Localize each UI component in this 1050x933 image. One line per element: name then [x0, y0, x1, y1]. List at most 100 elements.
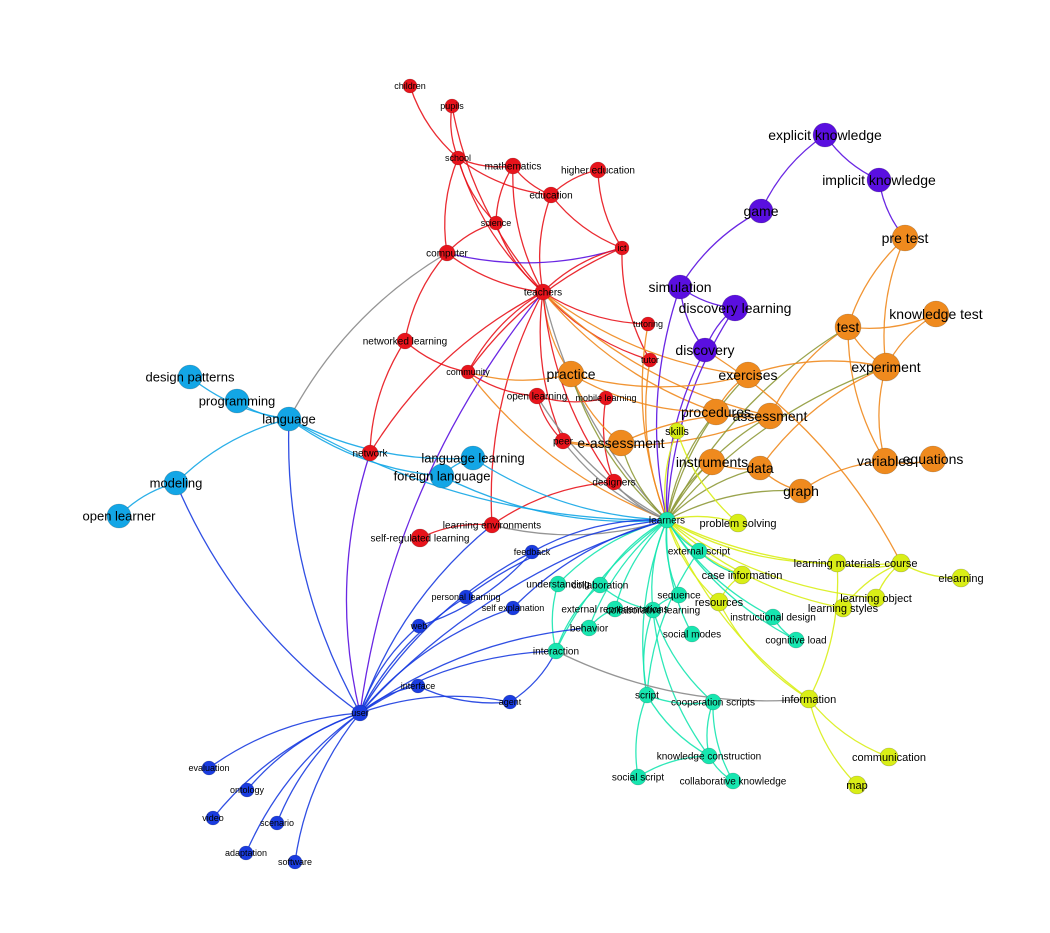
node-instructional-design[interactable] [764, 608, 782, 626]
node-knowledge-construction[interactable] [700, 747, 718, 765]
node-explicit-knowledge[interactable] [812, 122, 838, 148]
node-simulation[interactable] [667, 274, 693, 300]
node-e-assessment[interactable] [607, 429, 635, 457]
node-problem-solving[interactable] [728, 513, 748, 533]
edge-interaction-user [359, 650, 557, 714]
node-learning-environments[interactable] [483, 516, 501, 534]
node-procedures[interactable] [702, 398, 730, 426]
node-pupils[interactable] [444, 98, 460, 114]
node-pre-test[interactable] [891, 224, 919, 252]
node-open-learner[interactable] [106, 503, 132, 529]
node-course[interactable] [891, 553, 911, 573]
node-teachers[interactable] [534, 283, 552, 301]
node-personal-learning[interactable] [458, 589, 474, 605]
node-skills[interactable] [668, 422, 686, 440]
node-open-learning[interactable] [528, 387, 546, 405]
node-computer[interactable] [438, 244, 456, 262]
edge-school-education [457, 157, 552, 196]
node-equations[interactable] [919, 445, 947, 473]
node-foreign-language[interactable] [429, 463, 455, 489]
node-external-script[interactable] [690, 542, 708, 560]
node-map[interactable] [847, 775, 867, 795]
node-instruments[interactable] [698, 448, 726, 476]
node-agent[interactable] [502, 694, 518, 710]
node-science[interactable] [488, 215, 504, 231]
node-information[interactable] [799, 689, 819, 709]
node-assessment[interactable] [756, 402, 784, 430]
node-script[interactable] [638, 686, 656, 704]
node-external-representations[interactable] [606, 600, 624, 618]
node-resources[interactable] [709, 592, 729, 612]
node-user[interactable] [351, 704, 369, 722]
node-exercises[interactable] [734, 361, 762, 389]
node-mathematics[interactable] [504, 157, 522, 175]
node-feedback[interactable] [524, 544, 540, 560]
node-modeling[interactable] [163, 470, 189, 496]
node-education[interactable] [542, 186, 560, 204]
node-cognitive-load[interactable] [787, 631, 805, 649]
node-practice[interactable] [557, 360, 585, 388]
node-video[interactable] [205, 810, 221, 826]
node-game[interactable] [748, 198, 774, 224]
node-implicit-knowledge[interactable] [866, 167, 892, 193]
node-tutoring[interactable] [640, 316, 656, 332]
node-communication[interactable] [879, 747, 899, 767]
label-school: school [445, 153, 471, 163]
node-experiment[interactable] [871, 352, 901, 382]
node-discovery[interactable] [692, 337, 718, 363]
node-learning-styles[interactable] [833, 598, 853, 618]
node-understanding[interactable] [549, 575, 567, 593]
node-social-modes[interactable] [683, 625, 701, 643]
node-knowledge-test[interactable] [922, 300, 950, 328]
node-evaluation[interactable] [201, 760, 217, 776]
node-collaborative-learning[interactable] [644, 601, 662, 619]
node-interface[interactable] [410, 678, 426, 694]
node-higher-education[interactable] [589, 161, 607, 179]
node-language-learning[interactable] [460, 445, 486, 471]
node-self-explanation[interactable] [505, 600, 521, 616]
node-community[interactable] [460, 364, 476, 380]
node-language[interactable] [276, 406, 302, 432]
node-behavior[interactable] [580, 619, 598, 637]
node-social-script[interactable] [629, 768, 647, 786]
label-tutoring: tutoring [633, 319, 663, 329]
node-elearning[interactable] [951, 568, 971, 588]
label-adaptation: adaptation [225, 848, 267, 858]
label-map: map [846, 780, 867, 792]
node-programming[interactable] [224, 388, 250, 414]
node-sequence[interactable] [670, 586, 688, 604]
node-learning-materials[interactable] [827, 553, 847, 573]
node-graph[interactable] [788, 478, 814, 504]
edge-pupils-school [450, 105, 459, 159]
node-mobile-learning[interactable] [598, 390, 614, 406]
node-ict[interactable] [614, 240, 630, 256]
node-children[interactable] [402, 78, 418, 94]
node-discovery-learning[interactable] [721, 294, 749, 322]
node-design-patterns[interactable] [177, 364, 203, 390]
node-school[interactable] [450, 150, 466, 166]
node-adaptation[interactable] [238, 845, 254, 861]
node-case-information[interactable] [732, 565, 752, 585]
edge-practice-exercises [570, 373, 749, 388]
node-variables[interactable] [871, 447, 899, 475]
node-web[interactable] [411, 618, 427, 634]
node-interaction[interactable] [547, 642, 565, 660]
node-collaborative-knowledge[interactable] [724, 772, 742, 790]
node-peer[interactable] [554, 432, 572, 450]
node-collaboration[interactable] [591, 576, 609, 594]
node-ontology[interactable] [239, 782, 255, 798]
node-cooperation-scripts[interactable] [704, 693, 722, 711]
node-tutor[interactable] [642, 352, 658, 368]
node-scenario[interactable] [269, 815, 285, 831]
node-software[interactable] [287, 854, 303, 870]
node-network[interactable] [361, 444, 379, 462]
node-learners[interactable] [658, 511, 676, 529]
edge-skills-learners [664, 430, 678, 521]
node-learning-object[interactable] [866, 588, 886, 608]
label-network: network [352, 449, 388, 460]
node-test[interactable] [834, 313, 862, 341]
node-data[interactable] [747, 455, 773, 481]
node-designers[interactable] [605, 473, 623, 491]
node-networked-learning[interactable] [396, 332, 414, 350]
node-self-regulated-learning[interactable] [410, 528, 430, 548]
